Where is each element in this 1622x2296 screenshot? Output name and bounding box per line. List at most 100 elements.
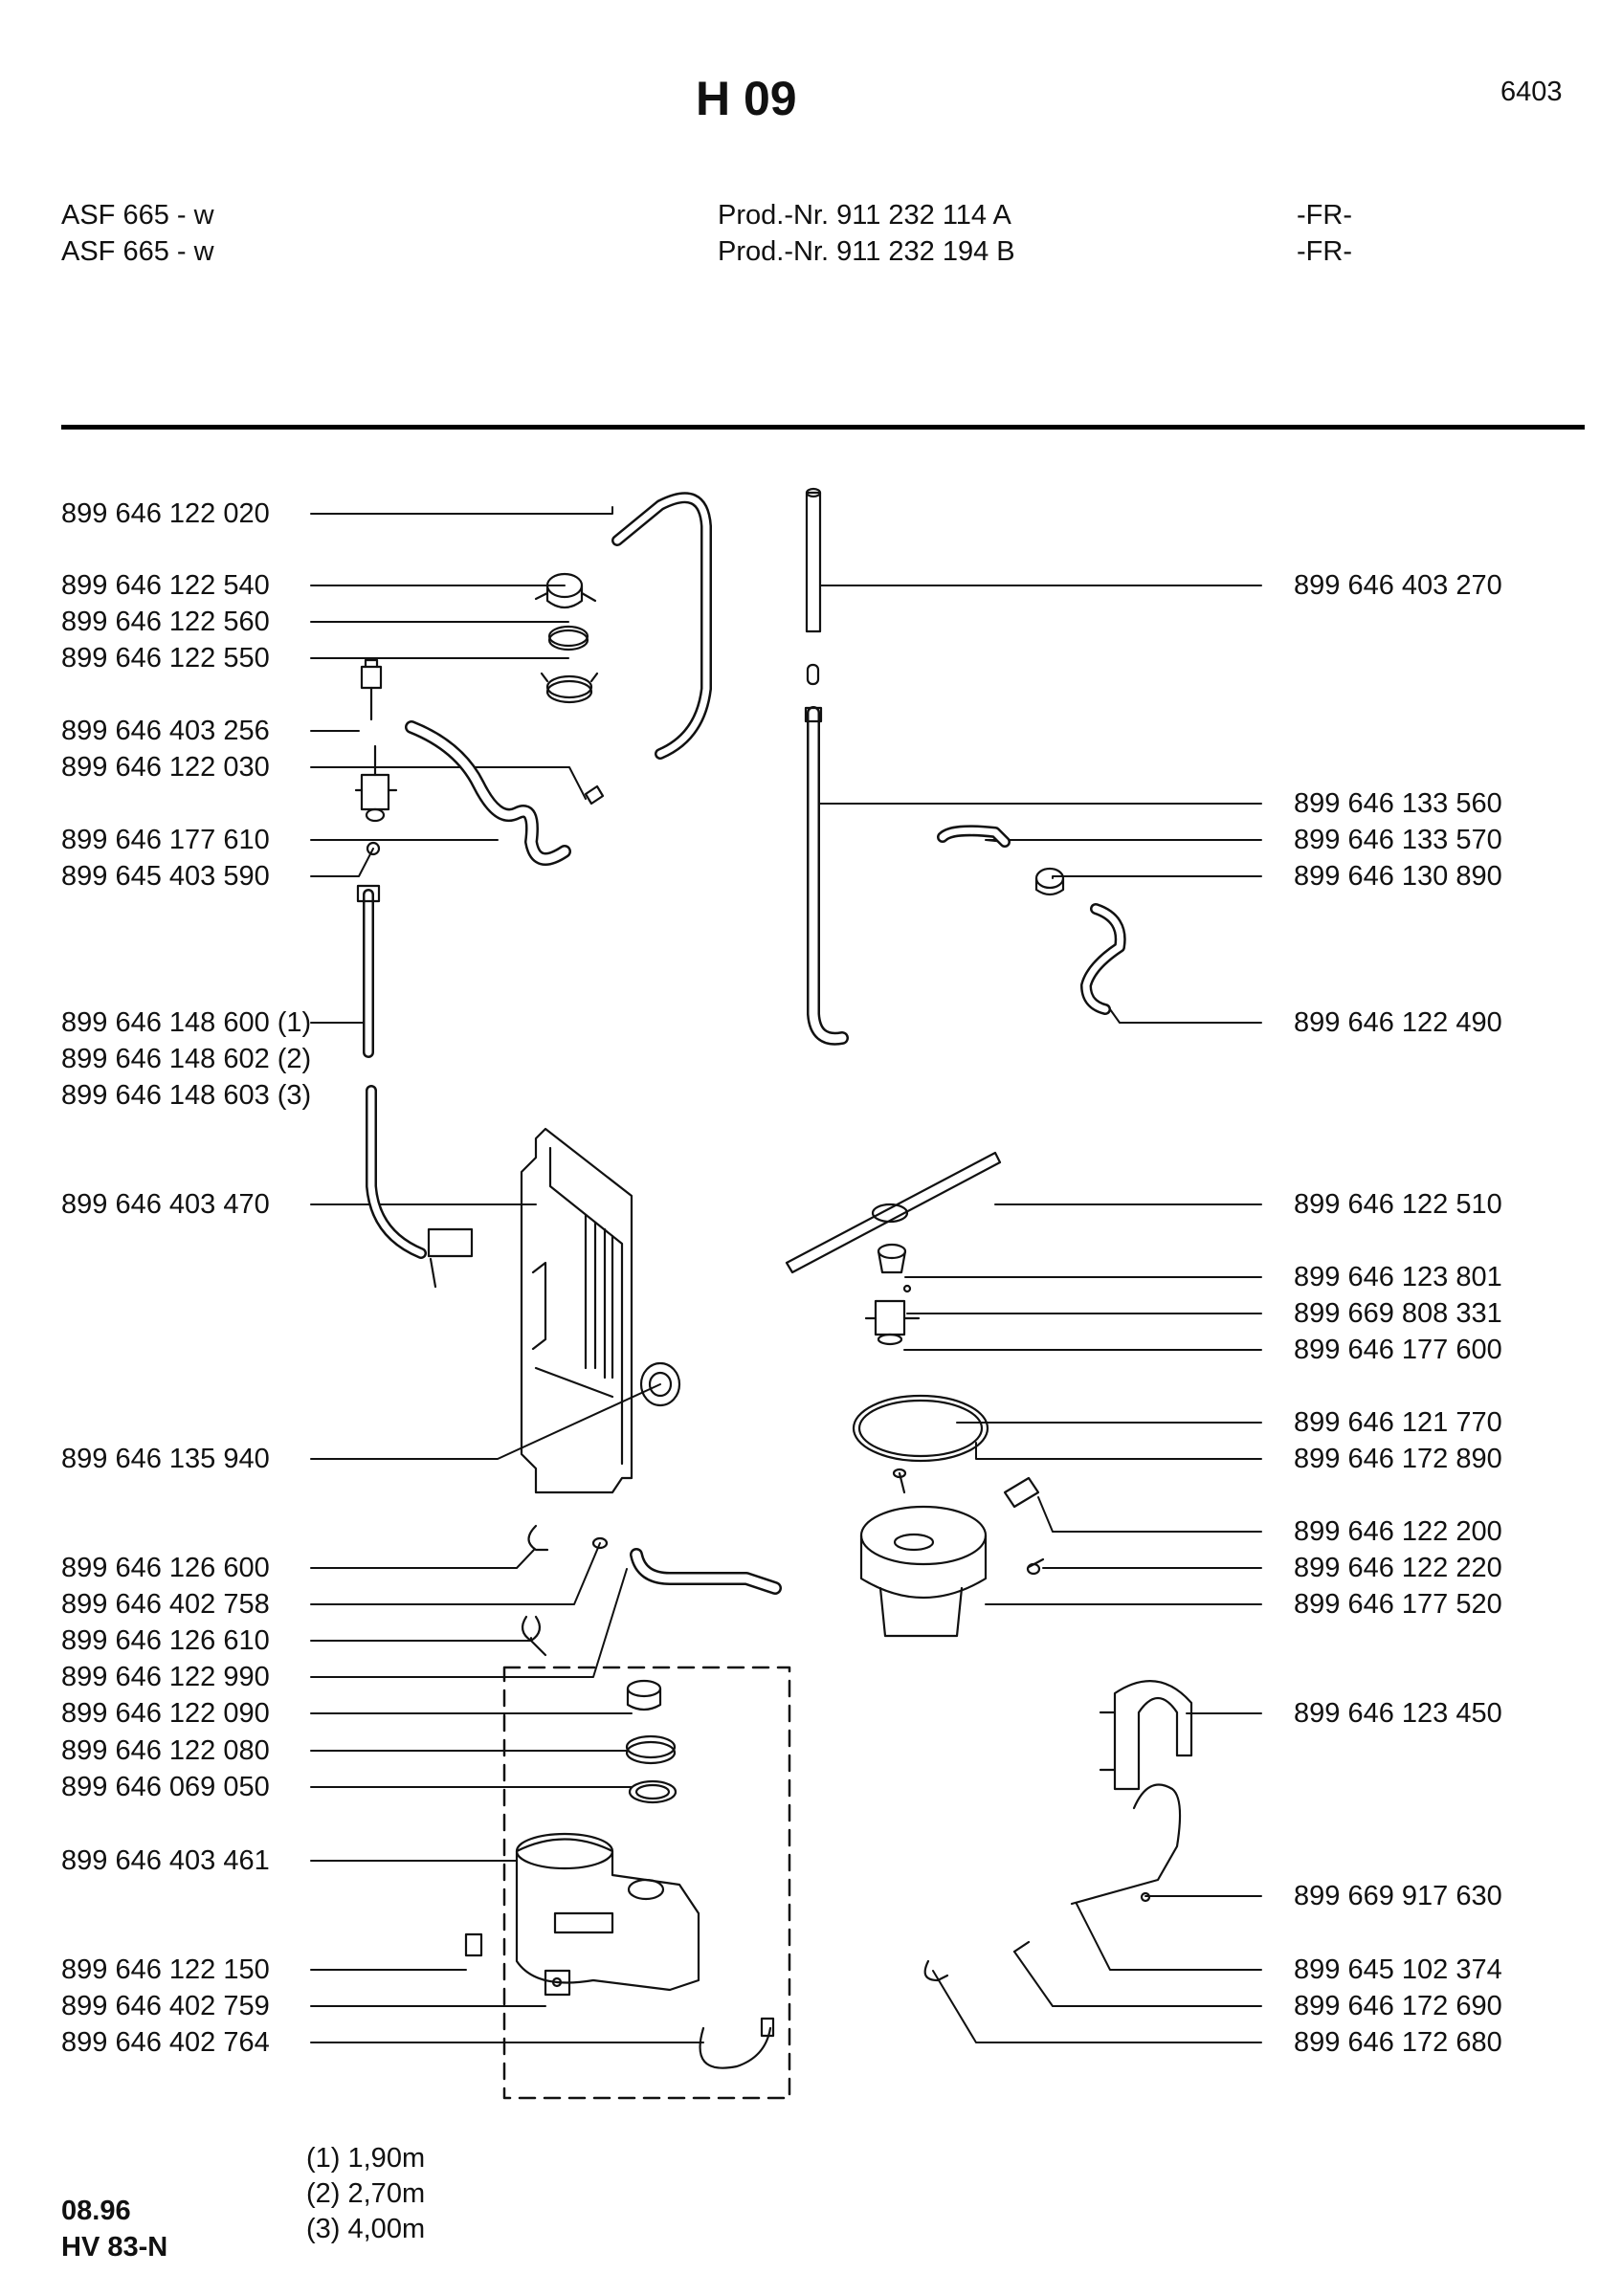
leader-line xyxy=(932,1970,1262,2043)
left-part-label: 899 646 148 600 (1) xyxy=(61,1007,312,1038)
clamp-ring-part xyxy=(540,672,599,704)
left-part-label: 899 646 122 090 xyxy=(61,1698,270,1729)
left-part-label: 899 646 148 603 (3) xyxy=(61,1080,312,1111)
right-part-label: 899 646 133 560 xyxy=(1294,788,1502,819)
hose-bend-part xyxy=(405,720,571,866)
right-part-label: 899 646 122 200 xyxy=(1294,1516,1502,1547)
o-ring-small-part xyxy=(591,1536,609,1550)
left-part-label: 899 646 122 560 xyxy=(61,607,270,637)
right-part-label: 899 646 172 690 xyxy=(1294,1991,1502,2021)
left-part-label: 899 646 122 020 xyxy=(61,498,270,529)
long-tube-part xyxy=(804,706,849,1046)
leader-line xyxy=(985,839,1262,843)
ring-part-1 xyxy=(547,625,589,651)
gasket-ring-part xyxy=(852,1394,989,1463)
valve-cap-part xyxy=(534,572,597,609)
right-part-label: 899 646 177 600 xyxy=(1294,1335,1502,1365)
bent-tube-part xyxy=(630,1548,782,1595)
left-part-label: 899 646 122 550 xyxy=(61,643,270,673)
leader-line xyxy=(310,766,587,800)
left-part-label: 899 646 403 256 xyxy=(61,716,270,746)
right-part-label: 899 669 917 630 xyxy=(1294,1881,1502,1911)
leader-line xyxy=(310,1542,601,1605)
bolt-part xyxy=(892,1468,907,1494)
ring-nut-part xyxy=(625,1734,677,1765)
left-part-label: 899 646 177 610 xyxy=(61,825,270,855)
hose-lower-part xyxy=(366,1085,474,1289)
region-2: -FR- xyxy=(1297,236,1352,267)
valve-part-right xyxy=(1034,867,1065,896)
right-part-label: 899 646 122 220 xyxy=(1294,1553,1502,1583)
salt-container-part xyxy=(515,1832,700,1992)
left-part-label: 899 646 135 940 xyxy=(61,1444,270,1474)
left-part-label: 899 646 126 600 xyxy=(61,1553,270,1583)
leader-line xyxy=(310,1637,532,1642)
clip-hook-part xyxy=(527,1524,549,1552)
left-part-label: 899 646 402 759 xyxy=(61,1991,270,2021)
dashed-assembly-box xyxy=(502,1666,791,2100)
long-hose-part xyxy=(356,884,381,1058)
footer-date: 08.96 xyxy=(61,2196,131,2226)
footer-code: HV 83-N xyxy=(61,2232,168,2263)
spray-arm-part xyxy=(785,1151,1002,1274)
nozzle-part xyxy=(877,1243,907,1274)
right-part-label: 899 646 403 270 xyxy=(1294,570,1502,601)
right-part-label: 899 646 121 770 xyxy=(1294,1407,1502,1438)
seal-ring-part xyxy=(628,1779,678,1804)
leader-line xyxy=(310,506,613,515)
spring-pin-part xyxy=(1140,1891,1151,1903)
right-part-label: 899 669 808 331 xyxy=(1294,1298,1502,1329)
curved-pipe-part xyxy=(1080,903,1126,1015)
right-part-label: 899 645 102 374 xyxy=(1294,1954,1502,1985)
small-nut-part xyxy=(366,841,381,856)
left-part-label: 899 646 069 050 xyxy=(61,1772,270,1802)
right-part-label: 899 646 122 510 xyxy=(1294,1189,1502,1220)
left-part-label: 899 646 122 540 xyxy=(61,570,270,601)
right-part-label: 899 646 130 890 xyxy=(1294,861,1502,892)
rod-part xyxy=(1012,1940,1031,1954)
right-part-label: 899 646 177 520 xyxy=(1294,1589,1502,1620)
leader-line xyxy=(975,1442,1262,1460)
leader-line xyxy=(310,1568,628,1678)
cap-nut-part xyxy=(626,1679,662,1711)
prod-number-1: Prod.-Nr. 911 232 114 A xyxy=(718,200,1011,231)
prod-number-2: Prod.-Nr. 911 232 194 B xyxy=(718,236,1015,267)
clip-spring-part xyxy=(521,1615,547,1657)
grommet-part xyxy=(639,1361,681,1407)
right-part-label: 899 646 172 890 xyxy=(1294,1444,1502,1474)
hose-connector-part xyxy=(937,825,1011,848)
tee-fitting-part xyxy=(1003,1476,1040,1509)
header-divider xyxy=(61,425,1585,430)
region-1: -FR- xyxy=(1297,200,1352,231)
left-part-label: 899 646 402 764 xyxy=(61,2027,270,2058)
leader-line xyxy=(310,1383,661,1460)
right-part-label: 899 646 133 570 xyxy=(1294,825,1502,855)
leader-line xyxy=(1109,1008,1262,1024)
leader-lines xyxy=(310,506,1262,2043)
leader-line xyxy=(310,848,374,877)
left-part-label: 899 645 403 590 xyxy=(61,861,270,892)
inlet-valve-part xyxy=(354,744,398,823)
leader-line xyxy=(1037,1496,1262,1533)
plug-cap-part xyxy=(464,1932,483,1957)
left-part-label: 899 646 403 470 xyxy=(61,1189,270,1220)
hose-pipe-top-left xyxy=(611,492,712,760)
vertical-tube-part xyxy=(805,487,822,686)
model-name-2: ASF 665 - w xyxy=(61,236,214,267)
leader-line xyxy=(1052,875,1262,879)
right-part-label: 899 646 172 680 xyxy=(1294,2027,1502,2058)
left-part-label: 899 646 122 080 xyxy=(61,1735,270,1766)
float-bracket-part xyxy=(1099,1680,1193,1791)
footnote-2: (2) 2,70m xyxy=(306,2178,426,2209)
left-part-label: 899 646 403 461 xyxy=(61,1845,270,1876)
left-part-label: 899 646 122 990 xyxy=(61,1662,270,1692)
left-part-label: 899 646 402 758 xyxy=(61,1589,270,1620)
page-number: 6403 xyxy=(1500,77,1563,107)
left-part-label: 899 646 122 030 xyxy=(61,752,270,783)
small-connector-part xyxy=(923,1959,949,1982)
footnote-1: (1) 1,90m xyxy=(306,2143,426,2174)
sump-part xyxy=(859,1505,988,1638)
right-part-label: 899 646 123 450 xyxy=(1294,1698,1502,1729)
float-lever-part xyxy=(1070,1783,1182,1906)
